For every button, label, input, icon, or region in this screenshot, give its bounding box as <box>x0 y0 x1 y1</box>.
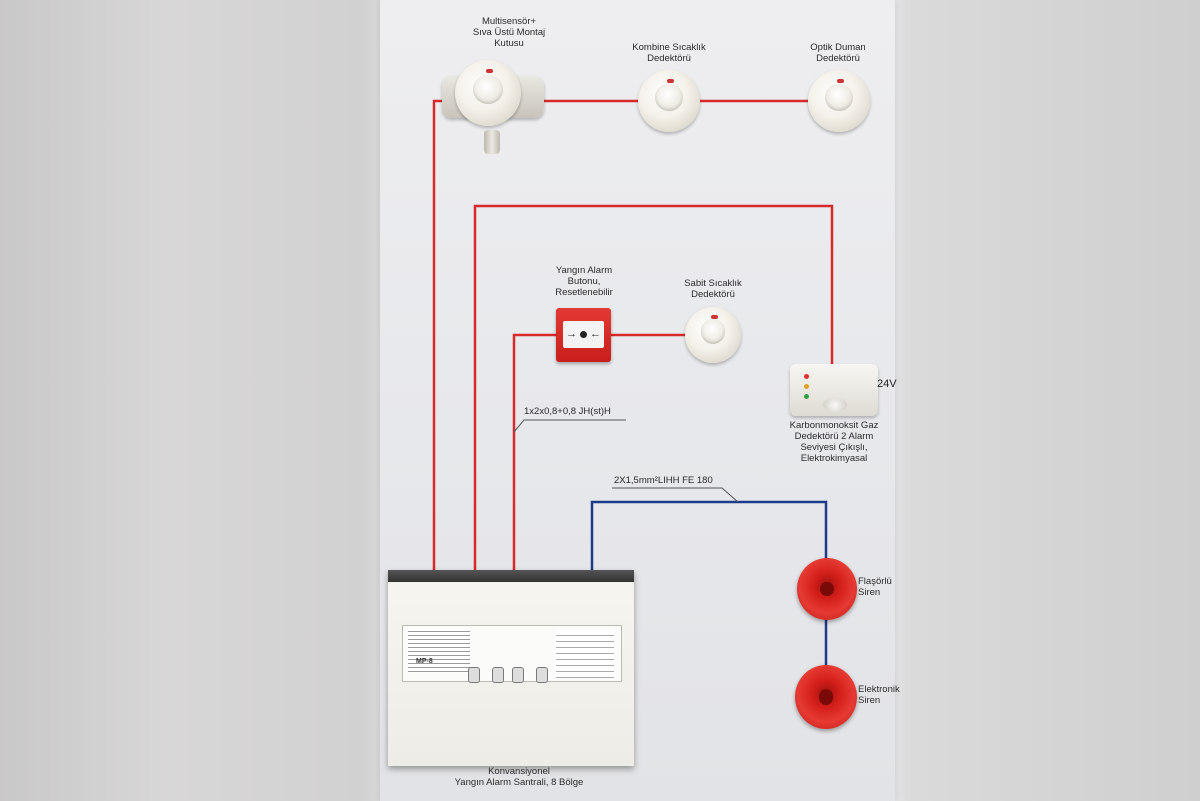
detector-cap <box>655 83 683 111</box>
multisensor-label-line1: Multisensör+ <box>481 16 537 27</box>
siren-core <box>819 581 835 597</box>
co-detector-label: Karbonmonoksit Gaz Dedektörü 2 Alarm Sev… <box>770 420 898 464</box>
multisensor-label-line3: Kutusu <box>494 38 524 49</box>
co-detector-label-line3: Seviyesi Çıkışlı, <box>800 442 868 453</box>
panel-info-plate <box>408 628 470 673</box>
flash-siren-label: Flaşörlü Siren <box>858 576 892 598</box>
detector-cap <box>473 74 503 104</box>
panel-model: MP-8 <box>416 658 433 665</box>
alarm-led-icon <box>804 374 809 379</box>
co-sensor-knob <box>823 398 847 412</box>
co-detector-label-line2: Dedektörü 2 Alarm <box>794 431 874 442</box>
panel-key-2 <box>492 667 504 683</box>
wire-loop3 <box>512 333 556 570</box>
panel-key-3 <box>512 667 524 683</box>
detector-led <box>486 69 494 74</box>
call-point-window: → ← <box>563 321 604 348</box>
siren-cable-label: 2X1,5mm²LIHH FE 180 <box>614 475 713 486</box>
panel-label-line1: Konvansiyonel <box>488 766 550 777</box>
wire-loop1 <box>432 99 452 570</box>
electronic-siren-label: Elektronik Siren <box>858 684 900 706</box>
detector-led <box>711 314 719 319</box>
zone-list <box>556 630 614 678</box>
combined-heat-label-line1: Kombine Sıcaklık <box>632 42 706 53</box>
detector-led <box>837 78 845 83</box>
co-detector-label-line1: Karbonmonoksit Gaz <box>789 420 879 431</box>
optical-smoke-detector <box>808 70 870 132</box>
flash-siren-label-line1: Flaşörlü <box>858 576 892 587</box>
leader-siren-cable <box>612 487 739 503</box>
electronic-siren <box>795 665 857 729</box>
multisensor-label: Multisensör+ Sıva Üstü Montaj Kutusu <box>446 16 572 49</box>
voltage-label: 24V <box>877 378 897 390</box>
fixed-heat-label-line1: Sabit Sıcaklık <box>684 278 742 289</box>
wire-loop2 <box>473 204 834 570</box>
call-point-label: Yangın Alarm Butonu, Resetlenebilir <box>536 265 632 298</box>
siren-core <box>818 689 834 705</box>
manual-call-point: → ← <box>556 308 611 362</box>
cable-gland <box>484 130 500 154</box>
push-dot-icon <box>580 331 587 338</box>
detector-cable-label: 1x2x0,8+0,8 JH(st)H <box>524 406 611 417</box>
detector-cap <box>700 319 726 344</box>
call-point-label-line3: Resetlenebilir <box>555 287 613 298</box>
combined-heat-label-line2: Dedektörü <box>647 53 691 64</box>
electronic-siren-label-line1: Elektronik <box>858 684 900 695</box>
multisensor-label-line2: Sıva Üstü Montaj <box>472 27 546 38</box>
arrow-left-icon: ← <box>590 328 601 340</box>
detector-led <box>667 78 675 83</box>
optical-smoke-label-line1: Optik Duman <box>810 42 866 53</box>
combined-heat-label: Kombine Sıcaklık Dedektörü <box>610 42 728 64</box>
fault-led-icon <box>804 384 809 389</box>
panel-key-1 <box>468 667 480 683</box>
wire-sirens <box>590 500 828 572</box>
panel-key-4 <box>536 667 548 683</box>
optical-smoke-label-line2: Dedektörü <box>816 53 860 64</box>
co-detector-leds <box>804 374 809 404</box>
panel-label: Konvansiyonel Yangın Alarm Santrali, 8 B… <box>430 766 608 788</box>
flash-siren <box>797 558 857 620</box>
co-gas-detector <box>790 364 878 416</box>
panel-top-cover <box>388 570 634 582</box>
call-point-label-line2: Butonu, <box>567 276 601 287</box>
fire-alarm-control-panel: MP-8 <box>388 570 634 766</box>
optical-smoke-label: Optik Duman Dedektörü <box>786 42 890 64</box>
fixed-heat-detector <box>685 307 741 363</box>
electronic-siren-label-line2: Siren <box>858 695 881 706</box>
call-point-label-line1: Yangın Alarm <box>555 265 613 276</box>
fixed-heat-label: Sabit Sıcaklık Dedektörü <box>668 278 758 300</box>
arrow-right-icon: → <box>566 328 577 340</box>
panel-label-line2: Yangın Alarm Santrali, 8 Bölge <box>454 777 584 788</box>
multisensor-detector <box>455 60 521 126</box>
power-led-icon <box>804 394 809 399</box>
combined-heat-detector <box>638 70 700 132</box>
leader-detector-cable <box>513 419 626 433</box>
detector-cap <box>825 83 853 111</box>
flash-siren-label-line2: Siren <box>858 587 881 598</box>
fixed-heat-label-line2: Dedektörü <box>691 289 735 300</box>
co-detector-label-line4: Elektrokimyasal <box>800 453 868 464</box>
